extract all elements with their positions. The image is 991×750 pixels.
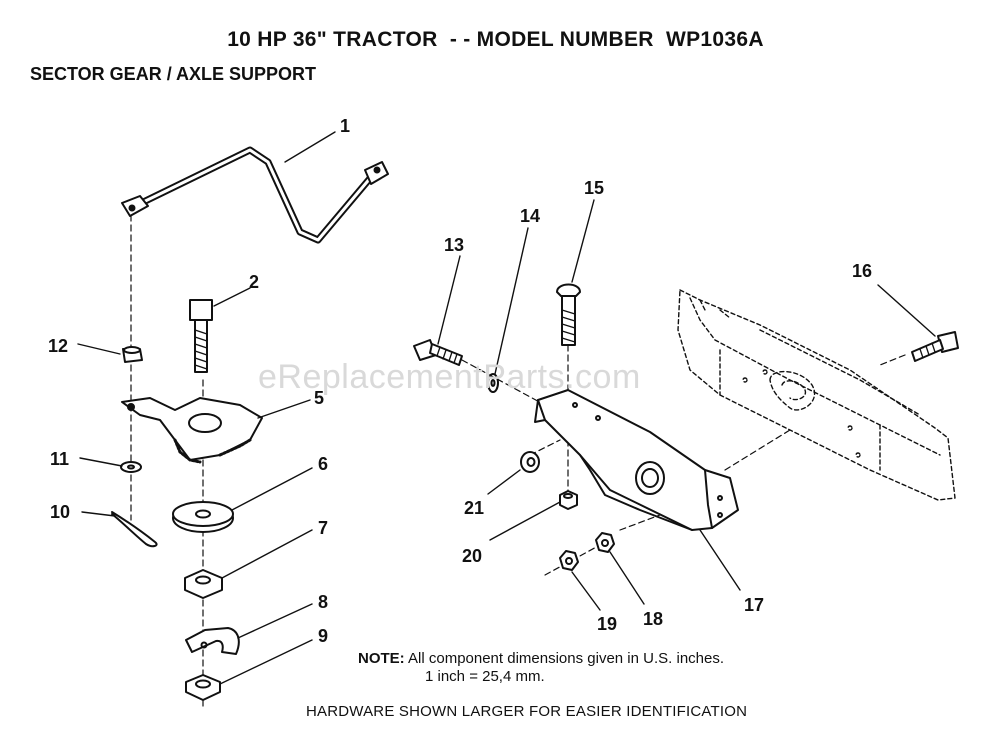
part-8-clip	[185, 627, 240, 655]
part-5-sector-gear	[121, 397, 263, 464]
part-17-axle-support	[534, 389, 739, 531]
watermark: eReplacementParts.com	[258, 358, 641, 396]
callout-1: 1	[340, 116, 350, 136]
axle-frame-phantom	[677, 289, 956, 501]
part-10-cotter-pin	[111, 511, 158, 548]
callout-10: 10	[50, 502, 70, 522]
part-1-drag-link	[121, 146, 389, 244]
page-title: 10 HP 36" TRACTOR - - MODEL NUMBER WP103…	[227, 28, 764, 51]
leader-lines	[77, 131, 936, 685]
hardware-footer: HARDWARE SHOWN LARGER FOR EASIER IDENTIF…	[306, 703, 748, 720]
part-9-nut	[185, 674, 221, 701]
note-line-1: All component dimensions given in U.S. i…	[408, 650, 725, 667]
callout-15: 15	[584, 178, 604, 198]
note-line-2: 1 inch = 25,4 mm.	[425, 668, 545, 685]
callout-16: 16	[852, 261, 872, 281]
callout-9: 9	[318, 626, 328, 646]
callout-12: 12	[48, 336, 68, 356]
part-6-spacer	[172, 501, 234, 533]
callout-8: 8	[318, 592, 328, 612]
part-20-nut	[559, 490, 578, 510]
callout-18: 18	[643, 609, 663, 629]
callout-19: 19	[597, 614, 617, 634]
part-2-bolt	[189, 299, 213, 373]
callout-13: 13	[444, 235, 464, 255]
part-14-washer	[487, 373, 499, 393]
callout-2: 2	[249, 272, 259, 292]
part-16-bolt	[911, 331, 959, 362]
callout-20: 20	[462, 546, 482, 566]
part-13-bolt	[413, 339, 463, 366]
part-21-nut	[520, 451, 540, 473]
callout-11: 11	[50, 449, 69, 469]
callout-numbers: 1 2 12 5 11 6 10 7 8 9 13 14 15 16 17 18…	[48, 116, 872, 646]
part-18-nut	[595, 532, 615, 553]
callout-6: 6	[318, 454, 328, 474]
section-subtitle: SECTOR GEAR / AXLE SUPPORT	[30, 64, 317, 84]
note-label: NOTE:	[358, 650, 405, 667]
callout-5: 5	[314, 388, 324, 408]
callout-14: 14	[520, 206, 540, 226]
part-11-washer	[120, 461, 142, 473]
callout-7: 7	[318, 518, 328, 538]
part-15-carriage-bolt	[556, 283, 581, 346]
part-19-nut	[559, 550, 579, 571]
callout-21: 21	[464, 498, 484, 518]
dimension-note: NOTE: All component dimensions given in …	[358, 650, 724, 686]
part-12-nut	[122, 346, 143, 363]
part-7-nut	[184, 569, 223, 599]
callout-17: 17	[744, 595, 764, 615]
